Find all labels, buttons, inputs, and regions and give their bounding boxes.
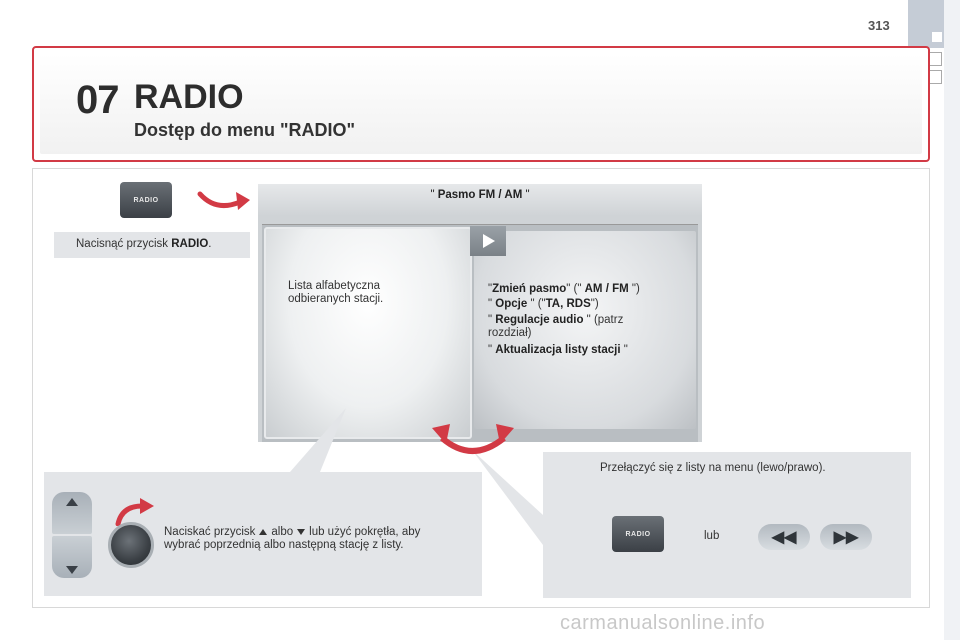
radio-button-label: RADIO — [133, 196, 159, 204]
station-list-text: Lista alfabetyczna odbieranych stacji. — [288, 280, 384, 305]
bottom-right-text: Przełączyć się z listy na menu (lewo/pra… — [600, 462, 826, 474]
arrow-down-icon — [66, 566, 78, 574]
screen-main — [262, 224, 698, 442]
menu-panel — [474, 231, 696, 429]
side-strip — [944, 0, 960, 640]
menu-item: " Opcje " ("TA, RDS") — [488, 298, 599, 310]
red-arrow-icon — [197, 191, 250, 210]
up-down-buttons — [52, 492, 92, 578]
page-number: 313 — [868, 18, 890, 33]
radio-button: RADIO — [612, 516, 664, 552]
play-icon — [470, 226, 506, 256]
switch-arrows-icon — [432, 424, 514, 454]
or-label: lub — [704, 530, 720, 542]
triangle-down-icon — [297, 528, 306, 535]
radio-button: RADIO — [120, 182, 172, 218]
watermark: carmanualsonline.info — [560, 612, 766, 634]
seek-forward-button: ▶▶ — [820, 524, 872, 550]
chapter-header: 07 RADIO Dostęp do menu "RADIO" — [32, 46, 930, 162]
arrow-up-icon — [66, 498, 78, 506]
chapter-title: RADIO — [134, 78, 244, 116]
chapter-number: 07 — [76, 78, 119, 122]
band-label: Pasmo FM / AM — [437, 189, 523, 201]
triangle-up-icon — [259, 528, 268, 535]
radio-button-label: RADIO — [625, 530, 651, 538]
corner-square — [932, 32, 942, 42]
seek-back-button: ◀◀ — [758, 524, 810, 550]
rotary-knob — [108, 522, 154, 568]
menu-item: "Zmień pasmo" (" AM / FM ") — [488, 283, 640, 295]
menu-item: " Aktualizacja listy stacji " — [488, 344, 628, 356]
corner-tab — [908, 0, 946, 48]
screen-top-bar: " Pasmo FM / AM " — [258, 184, 702, 216]
chapter-subtitle: Dostęp do menu "RADIO" — [134, 120, 356, 140]
step1-caption: Nacisnąć przycisk RADIO. — [54, 232, 250, 258]
station-list-panel — [264, 227, 472, 439]
red-curve-arrow-icon — [115, 498, 154, 526]
